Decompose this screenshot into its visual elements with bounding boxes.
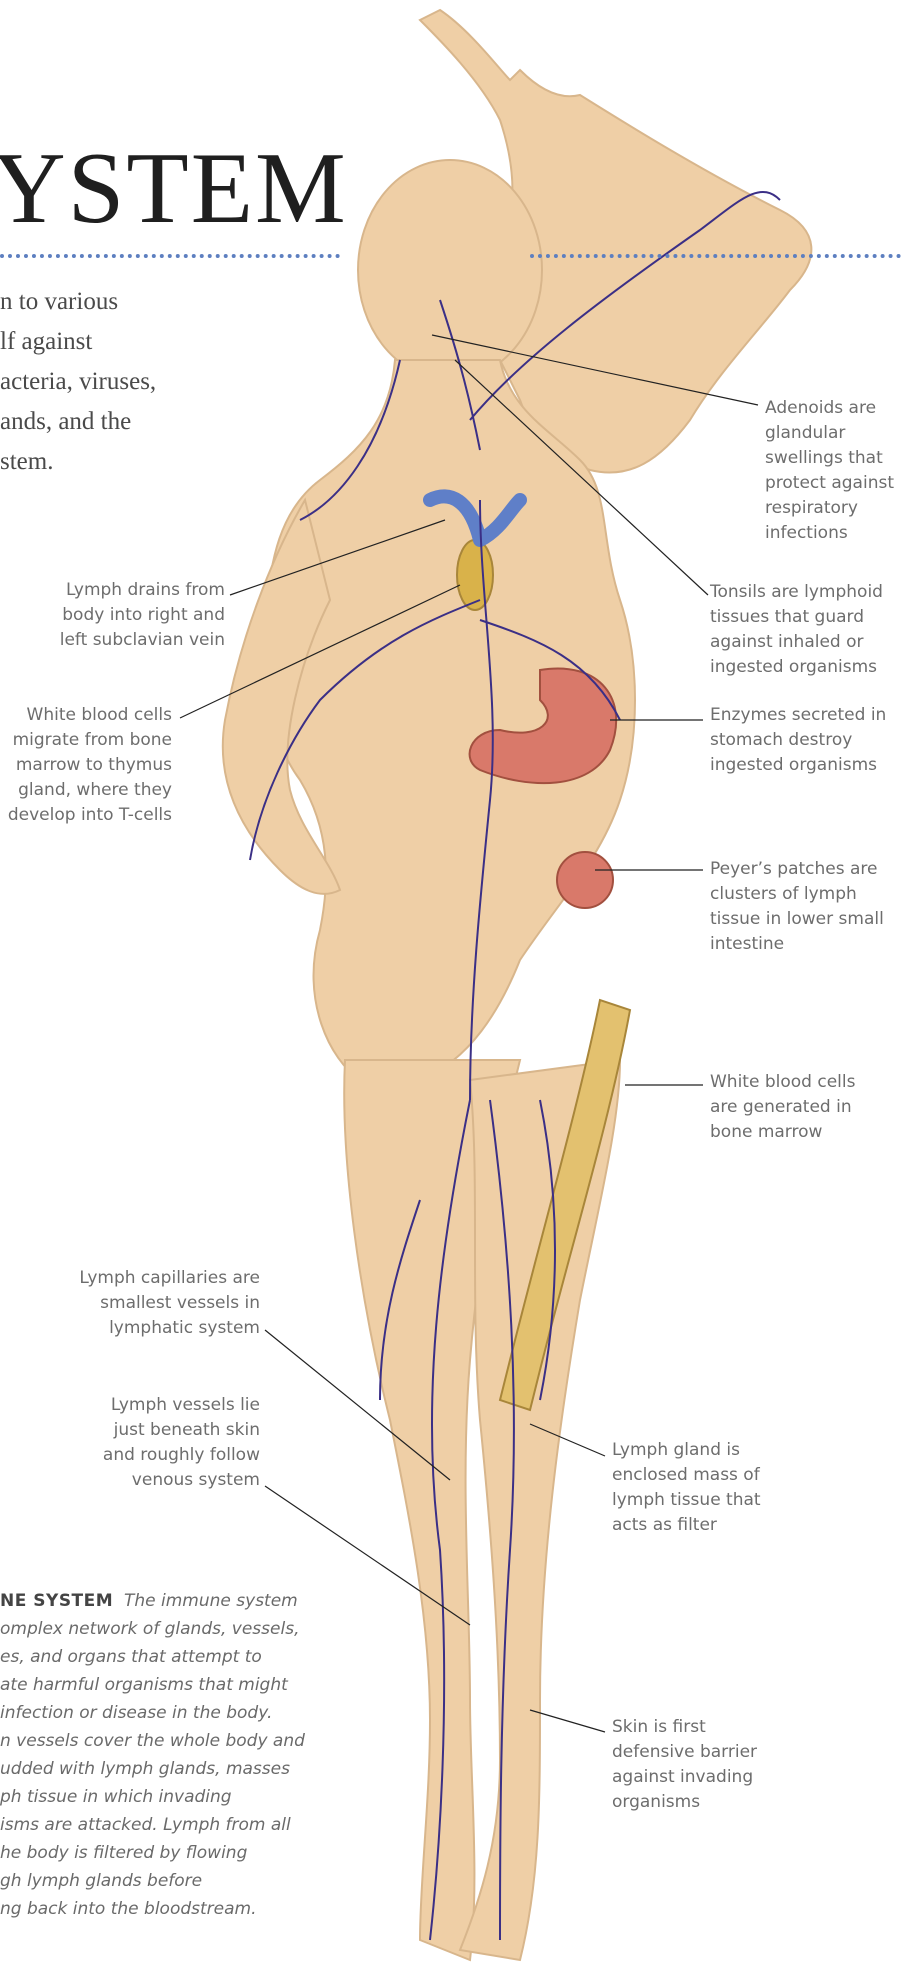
- callout-bone-marrow: White blood cells are generated in bone …: [710, 1070, 870, 1145]
- caption-line: he body is filtered by flowing: [0, 1839, 320, 1867]
- intro-line: n to various: [0, 282, 200, 322]
- caption-line: omplex network of glands, vessels,: [0, 1615, 320, 1643]
- caption-line: es, and organs that attempt to: [0, 1643, 320, 1671]
- caption-line: ate harmful organisms that might: [0, 1671, 320, 1699]
- caption-line-text: The immune system: [124, 1591, 298, 1611]
- page-title: YSTEM: [0, 138, 348, 240]
- intro-line: acteria, viruses,: [0, 362, 200, 402]
- intestine: [557, 852, 613, 908]
- caption-line: isms are attacked. Lymph from all: [0, 1811, 320, 1839]
- callout-skin: Skin is first defensive barrier against …: [612, 1715, 762, 1815]
- callout-white-blood-thymus: White blood cells migrate from bone marr…: [0, 703, 172, 828]
- caption-line: gh lymph glands before: [0, 1867, 320, 1895]
- caption-line: ng back into the bloodstream.: [0, 1895, 320, 1923]
- caption-line: n vessels cover the whole body and: [0, 1727, 320, 1755]
- callout-tonsils: Tonsils are lymphoid tissues that guard …: [710, 580, 890, 680]
- caption-line: NE SYSTEM The immune system: [0, 1587, 320, 1615]
- callout-lymph-gland: Lymph gland is enclosed mass of lymph ti…: [612, 1438, 772, 1538]
- intro-line: lf against: [0, 322, 200, 362]
- callout-peyers-patches: Peyer’s patches are clusters of lymph ti…: [710, 857, 895, 957]
- caption-line: udded with lymph glands, masses: [0, 1755, 320, 1783]
- dotted-rule-right: [530, 254, 901, 258]
- callout-capillaries: Lymph capillaries are smallest vessels i…: [70, 1266, 260, 1341]
- callout-enzymes: Enzymes secreted in stomach destroy inge…: [710, 703, 898, 778]
- caption-line: infection or disease in the body.: [0, 1699, 320, 1727]
- callout-lymph-drains: Lymph drains from body into right and le…: [55, 578, 225, 653]
- intro-line: stem.: [0, 442, 200, 482]
- thymus-gland: [457, 540, 493, 610]
- intro-line: ands, and the: [0, 402, 200, 442]
- figure-caption: NE SYSTEM The immune system omplex netwo…: [0, 1587, 320, 1923]
- dotted-rule-left: [0, 254, 340, 258]
- callout-adenoids: Adenoids are glandular swellings that pr…: [765, 396, 895, 546]
- intro-paragraph: n to various lf against acteria, viruses…: [0, 282, 200, 482]
- caption-label: NE SYSTEM: [0, 1591, 113, 1611]
- callout-lymph-vessels: Lymph vessels lie just beneath skin and …: [90, 1393, 260, 1493]
- caption-line: ph tissue in which invading: [0, 1783, 320, 1811]
